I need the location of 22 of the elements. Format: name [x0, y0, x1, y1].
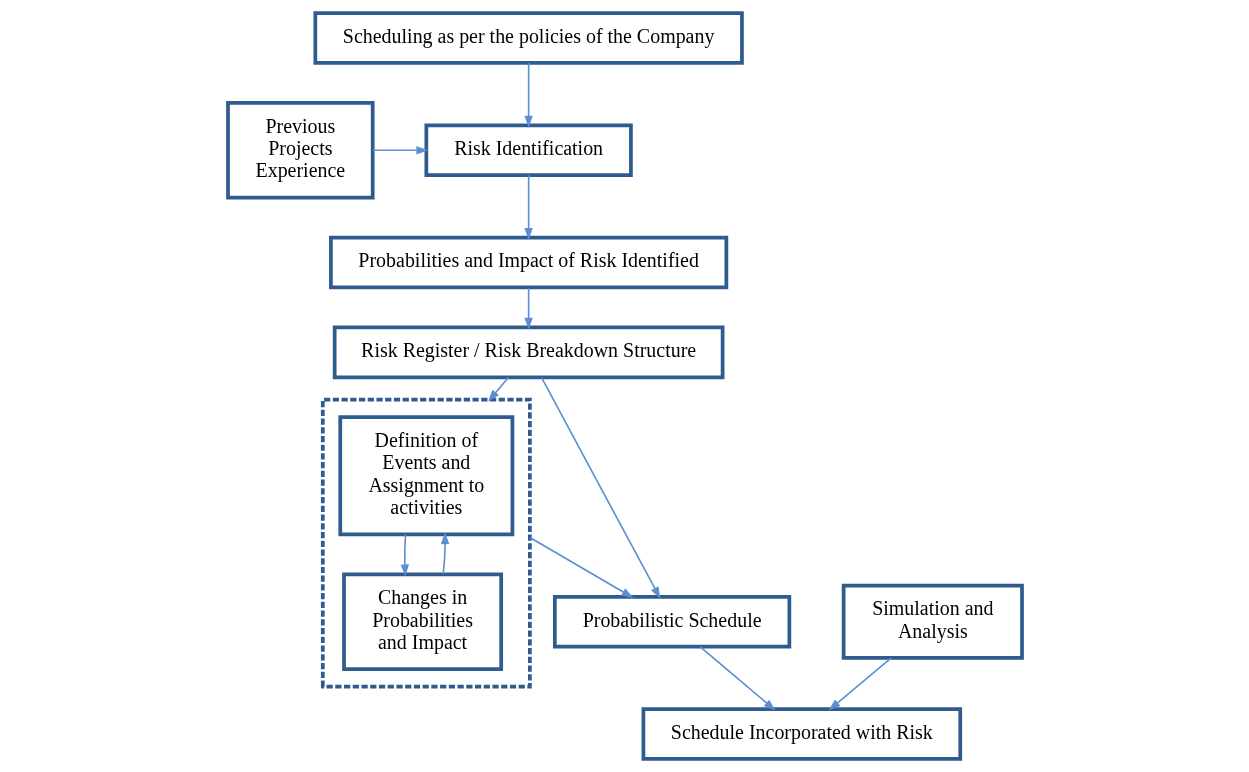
arrow: [698, 646, 776, 711]
arrow: [523, 286, 533, 330]
arrow: [828, 657, 892, 711]
arrow: [371, 146, 428, 155]
cluster: [320, 397, 532, 689]
node-box: Scheduling as per the policies of the Company: [312, 11, 744, 65]
arrow: [523, 174, 533, 240]
node-box: Risk Register / Risk Breakdown Structure: [332, 325, 724, 380]
node-box: Definition of Events and Assignment to activities: [337, 415, 514, 537]
arrow: [440, 532, 449, 575]
arrow: [400, 533, 409, 577]
node-box: Risk Identification: [423, 123, 633, 178]
node-box: Previous Projects Experience: [225, 100, 375, 200]
node-box: Changes in Probabilities and Impact: [341, 572, 503, 672]
node-box: Schedule Incorporated with Risk: [641, 707, 962, 761]
node-box: Probabilities and Impact of Risk Identified: [328, 235, 728, 290]
arrow: [540, 376, 660, 599]
node-box: Probabilistic Schedule: [552, 594, 791, 649]
arrow: [523, 62, 533, 128]
node-box: Simulation and Analysis: [841, 583, 1024, 660]
arrow: [528, 536, 634, 599]
arrow: [487, 376, 509, 402]
